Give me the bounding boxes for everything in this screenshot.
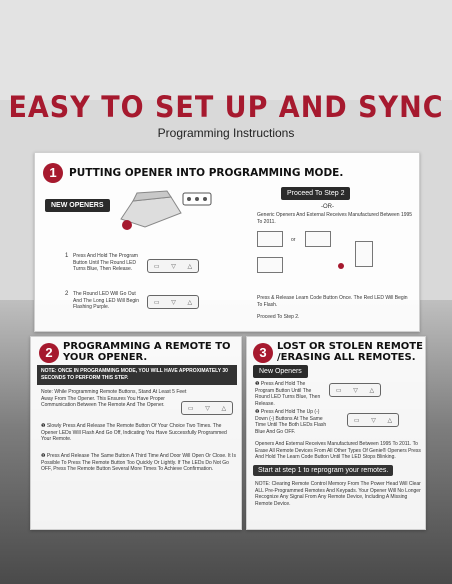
- wall-control: [355, 241, 373, 267]
- receiver-panel-1: [257, 231, 283, 247]
- new-openers-label: NEW OPENERS: [45, 199, 110, 212]
- top-background: [0, 0, 452, 100]
- s3-new-openers-label: New Openers: [253, 365, 308, 378]
- s2-step1-text: ❶ Slowly Press And Release The Remote Bu…: [41, 423, 227, 442]
- section-1-panel: 1 PUTTING OPENER INTO PROGRAMMING MODE. …: [34, 152, 420, 332]
- s3-step1-text: ❶ Press And Hold The Program Button Unti…: [255, 381, 321, 407]
- remote-illustration-1: ▭▽△: [147, 259, 199, 273]
- generic-openers-text: Generic Openers And External Receives Ma…: [257, 212, 413, 225]
- s1-step2-text: The Round LED Will Go Out And The Long L…: [73, 291, 140, 310]
- section-3-title: LOST OR STOLEN REMOTE /ERASING ALL REMOT…: [277, 341, 423, 363]
- red-led: [338, 263, 344, 269]
- section-2-panel: 2 PROGRAMMING A REMOTE TO YOUR OPENER. N…: [30, 336, 242, 530]
- proceed-to-step-2-label: Proceed To Step 2: [281, 187, 351, 200]
- s2-intro-text: Note: While Programming Remote Buttons, …: [41, 389, 187, 408]
- section-1-title: PUTTING OPENER INTO PROGRAMMING MODE.: [69, 167, 344, 179]
- remote-illustration-2: ▭▽△: [147, 295, 199, 309]
- section-3-panel: 3 LOST OR STOLEN REMOTE /ERASING ALL REM…: [246, 336, 426, 530]
- section-2-number: 2: [39, 343, 59, 363]
- restart-banner: Start at step 1 to reprogram your remote…: [253, 465, 394, 476]
- s1-step1-text: Press And Hold The Program Button Until …: [73, 253, 138, 272]
- remote-illustration-5: ▭▽△: [347, 413, 399, 427]
- s1-step2-number: 2: [65, 291, 69, 297]
- learn-code-text: Press & Release Learn Code Button Once. …: [257, 295, 408, 308]
- section-2-title: PROGRAMMING A REMOTE TO YOUR OPENER.: [63, 341, 231, 363]
- section-1-number: 1: [43, 163, 63, 183]
- page-title: EASY TO SET UP AND SYNC: [8, 90, 444, 125]
- remote-illustration-3: ▭▽△: [181, 401, 233, 415]
- section-3-number: 3: [253, 343, 273, 363]
- or-mark: or: [291, 237, 296, 243]
- s3-note-text: NOTE: Clearing Remote Control Memory Fro…: [255, 481, 421, 507]
- receiver-panel-2: [305, 231, 331, 247]
- programming-mode-note: NOTE: ONCE IN PROGRAMMING MODE, YOU WILL…: [37, 365, 237, 385]
- proceed-step-2-text: Proceed To Step 2.: [257, 314, 300, 320]
- s2-step2-text: ❷ Press And Release The Same Button A Th…: [41, 453, 236, 472]
- or-separator: -OR-: [321, 204, 334, 210]
- s1-step1-number: 1: [65, 253, 69, 259]
- s3-generic-text: Openers And External Receives Manufactur…: [255, 441, 421, 460]
- page-subtitle: Programming Instructions: [157, 126, 295, 140]
- s3-step2-text: ❷ Press And Hold The Up (-) Down (-) But…: [255, 409, 327, 435]
- remote-illustration-4: ▭▽△: [329, 383, 381, 397]
- receiver-panel-3: [257, 257, 283, 273]
- garage-opener-illustration: [120, 190, 212, 230]
